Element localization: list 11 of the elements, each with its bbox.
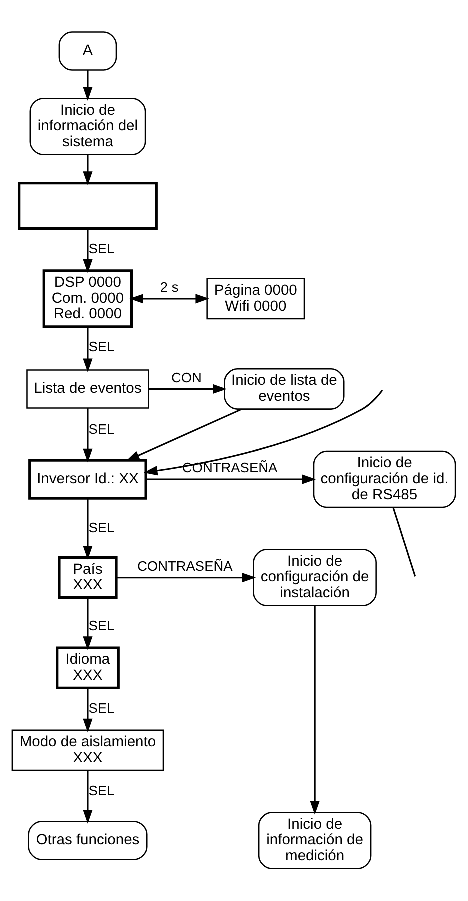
- edge-label: SEL: [88, 340, 115, 355]
- edge-label: SEL: [88, 783, 115, 798]
- edge-label: 2 s: [160, 280, 179, 295]
- edge-label: CONTRASEÑA: [138, 558, 233, 574]
- edge-label: SEL: [88, 700, 115, 716]
- edge-label: SEL: [88, 618, 115, 634]
- edge-label: CONTRASEÑA: [182, 460, 278, 476]
- edge-label: CON: [171, 370, 202, 386]
- edge-label: SEL: [88, 241, 115, 256]
- edge-label: SEL: [88, 422, 115, 438]
- edge-label: SEL: [88, 520, 115, 536]
